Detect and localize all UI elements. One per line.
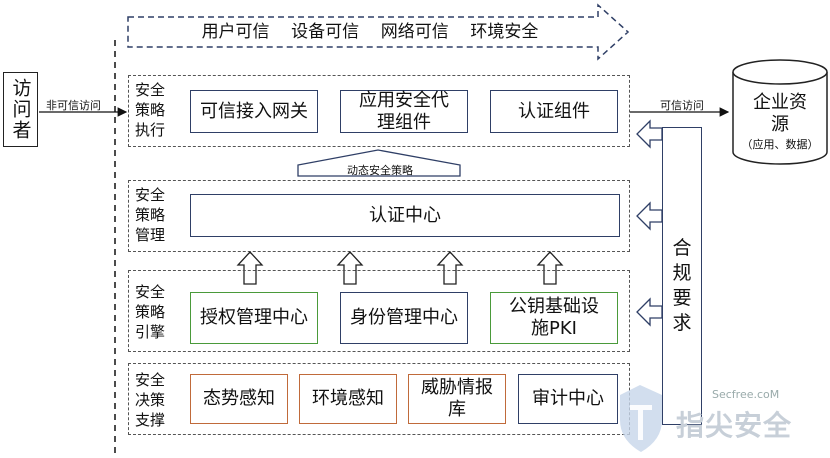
threat-intel-box: 威胁情报库 [408,374,506,424]
top-banner-text: 用户可信 设备可信 网络可信 环境安全 [201,22,539,42]
visitor-label: 访问者 [9,78,32,141]
layer-policy-management [128,180,630,252]
compliance-column [662,127,702,425]
auth-component-box: 认证组件 [490,90,618,133]
layer-label-execution: 安全策略执行 [135,81,166,139]
situation-awareness-box: 态势感知 [190,374,288,424]
layer-policy-engine [128,270,630,352]
untrusted-access-label: 非可信访问 [46,99,101,112]
identity-center-box: 身份管理中心 [340,292,468,344]
layer-label-decision: 安全决策支撑 [135,371,166,429]
layer-label-engine: 安全策略引擎 [135,283,166,341]
trusted-gateway-box: 可信接入网关 [190,90,318,133]
authorization-center-box: 授权管理中心 [190,292,318,344]
visitor-box: 访问者 [3,72,38,147]
watermark-name: 指尖安全 [676,409,793,442]
dynamic-policy-label: 动态安全策略 [347,164,413,177]
audit-center-box: 审计中心 [518,374,618,424]
layer-label-management: 安全策略管理 [135,186,166,244]
trusted-access-label: 可信访问 [660,99,704,112]
environment-awareness-box: 环境感知 [299,374,397,424]
enterprise-resource-title: 企业资源 [753,92,807,135]
pki-box: 公钥基础设施PKI [490,292,618,344]
watermark-site: Secfree.coM [712,388,780,401]
compliance-label: 合规要求 [672,237,692,334]
app-security-proxy-box: 应用安全代理组件 [340,90,468,133]
layer-policy-execution [128,75,630,147]
enterprise-resource-subtitle: （应用、数据） [741,138,819,151]
auth-center-box: 认证中心 [190,194,620,237]
